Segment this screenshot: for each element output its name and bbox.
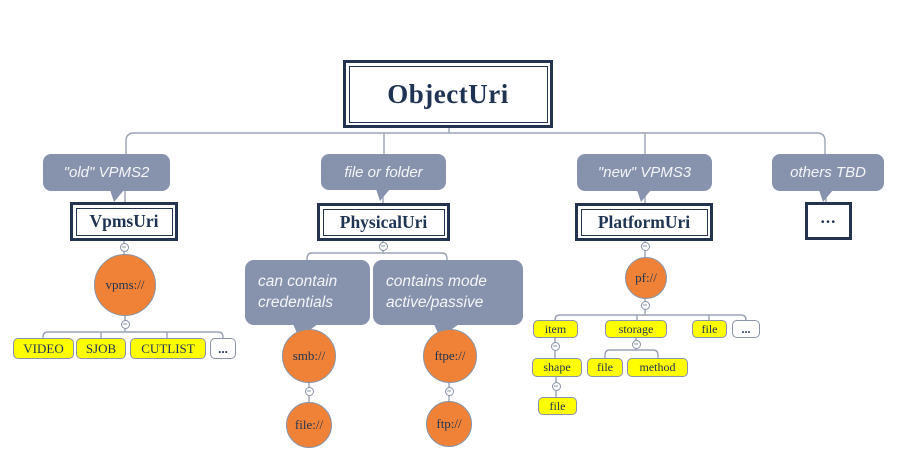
collapse-toggle-icon[interactable] bbox=[631, 339, 641, 349]
note-line1: contains mode bbox=[386, 273, 487, 291]
node-cutlist[interactable]: CUTLIST bbox=[130, 338, 206, 359]
node-storage-file-label: file bbox=[597, 360, 613, 374]
node-pf-scheme-label: pf:// bbox=[635, 270, 657, 285]
collapse-toggle-icon[interactable] bbox=[444, 386, 454, 396]
node-file-label: file bbox=[701, 321, 718, 336]
note-line2: active/passive bbox=[386, 293, 484, 311]
node-physicaluri[interactable]: PhysicalUri bbox=[317, 203, 450, 241]
node-shape-file[interactable]: file bbox=[538, 397, 577, 415]
node-vpmsuri-label: VpmsUri bbox=[75, 207, 173, 236]
node-file-scheme[interactable]: file:// bbox=[286, 402, 332, 448]
node-vpms-ellipsis[interactable]: ... bbox=[210, 338, 236, 359]
note-line1: can contain bbox=[258, 273, 338, 291]
collapse-toggle-icon[interactable] bbox=[551, 381, 561, 391]
node-video[interactable]: VIDEO bbox=[13, 338, 74, 359]
collapse-toggle-icon[interactable] bbox=[640, 300, 650, 310]
node-vpms-scheme[interactable]: vpms:// bbox=[94, 254, 156, 316]
node-platformuri-label: PlatformUri bbox=[580, 208, 708, 236]
node-smb-scheme[interactable]: smb:// bbox=[282, 329, 336, 383]
node-file[interactable]: file bbox=[692, 320, 727, 338]
callout-others-tbd[interactable]: others TBD bbox=[772, 154, 884, 202]
callout-tail bbox=[819, 190, 833, 202]
callout-others-tbd-label: others TBD bbox=[790, 164, 866, 181]
node-storage[interactable]: storage bbox=[605, 320, 667, 338]
node-vpms-ellipsis-label: ... bbox=[218, 340, 228, 356]
node-objecturi-label: ObjectUri bbox=[348, 65, 548, 123]
node-cutlist-label: CUTLIST bbox=[141, 340, 195, 356]
node-method[interactable]: method bbox=[627, 358, 688, 377]
node-others-ellipsis-label: ... bbox=[820, 207, 837, 227]
node-item[interactable]: item bbox=[533, 320, 578, 338]
node-platform-ellipsis-label: ... bbox=[741, 321, 751, 336]
node-smb-scheme-label: smb:// bbox=[292, 348, 326, 363]
callout-file-or-folder-label: file or folder bbox=[344, 163, 423, 181]
callout-file-or-folder[interactable]: file or folder bbox=[321, 154, 446, 201]
note-line2: credentials bbox=[258, 293, 333, 311]
node-shape-label: shape bbox=[543, 360, 571, 374]
node-platform-ellipsis[interactable]: ... bbox=[732, 320, 760, 338]
callout-tail bbox=[637, 190, 651, 202]
collapse-toggle-icon[interactable] bbox=[378, 241, 388, 251]
node-ftpe-scheme[interactable]: ftpe:// bbox=[423, 329, 477, 383]
node-method-label: method bbox=[639, 360, 676, 374]
collapse-toggle-icon[interactable] bbox=[304, 386, 314, 396]
callout-tail bbox=[376, 189, 390, 201]
node-objecturi[interactable]: ObjectUri bbox=[343, 60, 553, 128]
callout-old-vpms2-label: "old" VPMS2 bbox=[63, 164, 150, 181]
collapse-toggle-icon[interactable] bbox=[119, 242, 129, 252]
root-rail-line bbox=[124, 127, 827, 205]
node-shape[interactable]: shape bbox=[532, 358, 582, 377]
callout-new-vpms3[interactable]: "new" VPMS3 bbox=[577, 154, 712, 202]
callout-contains-mode[interactable]: contains mode active/passive bbox=[373, 260, 523, 338]
collapse-toggle-icon[interactable] bbox=[120, 319, 130, 329]
node-file-scheme-label: file:// bbox=[294, 417, 324, 432]
callout-old-vpms2[interactable]: "old" VPMS2 bbox=[43, 154, 170, 202]
node-vpmsuri[interactable]: VpmsUri bbox=[70, 202, 178, 241]
callout-can-contain-credentials[interactable]: can contain credentials bbox=[245, 260, 370, 338]
node-ftpe-scheme-label: ftpe:// bbox=[434, 348, 466, 363]
node-video-label: VIDEO bbox=[23, 340, 64, 356]
node-platformuri[interactable]: PlatformUri bbox=[575, 203, 713, 241]
callout-tail bbox=[110, 190, 124, 202]
node-storage-file[interactable]: file bbox=[587, 358, 623, 377]
node-ftp-scheme[interactable]: ftp:// bbox=[426, 401, 472, 447]
node-shape-file-label: file bbox=[549, 398, 566, 413]
node-others-ellipsis[interactable]: ... bbox=[805, 202, 852, 240]
node-sjob[interactable]: SJOB bbox=[76, 338, 126, 359]
node-sjob-label: SJOB bbox=[85, 340, 117, 356]
node-physicaluri-label: PhysicalUri bbox=[322, 208, 445, 236]
collapse-toggle-icon[interactable] bbox=[640, 241, 650, 251]
node-vpms-scheme-label: vpms:// bbox=[105, 277, 145, 292]
collapse-toggle-icon[interactable] bbox=[550, 341, 560, 351]
callout-new-vpms3-label: "new" VPMS3 bbox=[597, 164, 692, 181]
node-item-label: item bbox=[544, 321, 567, 336]
node-ftp-scheme-label: ftp:// bbox=[436, 416, 462, 431]
node-storage-label: storage bbox=[618, 321, 654, 336]
node-pf-scheme[interactable]: pf:// bbox=[625, 257, 667, 299]
